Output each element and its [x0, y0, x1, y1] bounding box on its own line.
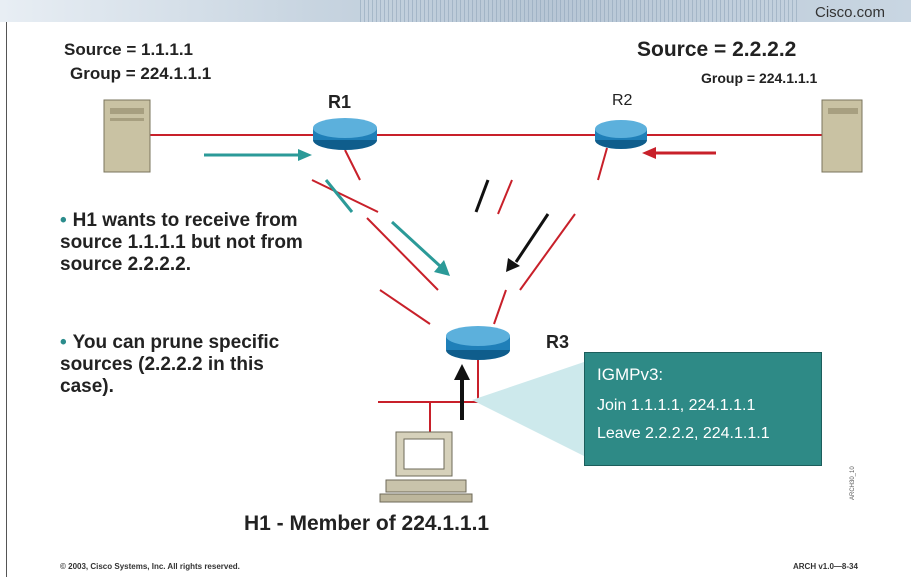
bullet-dot-icon: •: [60, 332, 67, 353]
router-r3-label: R3: [546, 332, 570, 352]
bullet-item-2: •You can prune specific sources (2.2.2.2…: [60, 332, 320, 398]
host-h1-icon: [379, 431, 473, 503]
side-code: ARCH30_10: [850, 466, 856, 500]
arrow-source1-icon: [204, 149, 312, 161]
link-r2-r3: [493, 147, 608, 325]
group-left-label: Group = 224.1.1.1: [70, 64, 212, 83]
bullet-dot-icon: •: [60, 210, 67, 231]
header-hatch: [360, 0, 800, 22]
header-bar: Cisco.com: [0, 0, 911, 22]
arrow-black-down-icon: [474, 179, 550, 272]
host-label: H1 - Member of 224.1.1.1: [244, 512, 490, 535]
arrow-teal-down-icon: [324, 179, 450, 276]
router-r2-label: R2: [612, 92, 633, 109]
igmp-join-line: Join 1.1.1.1, 224.1.1.1: [597, 397, 756, 414]
router-r2-icon: [595, 120, 647, 149]
footer-course: ARCH v1.0—8-34: [793, 562, 858, 571]
server-right-icon: [821, 99, 863, 173]
server-left-icon: [103, 99, 151, 173]
arrow-join-up-icon: [454, 364, 470, 420]
bullet-item-1: •H1 wants to receive from source 1.1.1.1…: [60, 210, 320, 276]
footer-copyright: © 2003, Cisco Systems, Inc. All rights r…: [60, 562, 240, 571]
igmp-title: IGMPv3:: [597, 365, 664, 384]
link-r1-r3: [311, 149, 439, 325]
source-left-label: Source = 1.1.1.1: [64, 40, 193, 59]
left-border: [6, 22, 7, 577]
bullet-text-1: H1 wants to receive from source 1.1.1.1 …: [60, 210, 303, 275]
arrow-source2-icon: [642, 147, 716, 159]
router-r1-icon: [313, 118, 377, 150]
igmp-message-box: IGMPv3: Join 1.1.1.1, 224.1.1.1 Leave 2.…: [584, 352, 822, 466]
brand-label: Cisco.com: [814, 4, 885, 21]
router-r3-icon: [446, 326, 510, 360]
igmp-leave-line: Leave 2.2.2.2, 224.1.1.1: [597, 425, 770, 442]
router-r1-label: R1: [328, 92, 352, 112]
group-right-label: Group = 224.1.1.1: [701, 70, 818, 86]
igmp-callout-wedge: [472, 362, 584, 456]
bullet-text-2: You can prune specific sources (2.2.2.2 …: [60, 332, 280, 397]
source-right-label: Source = 2.2.2.2: [637, 38, 797, 61]
